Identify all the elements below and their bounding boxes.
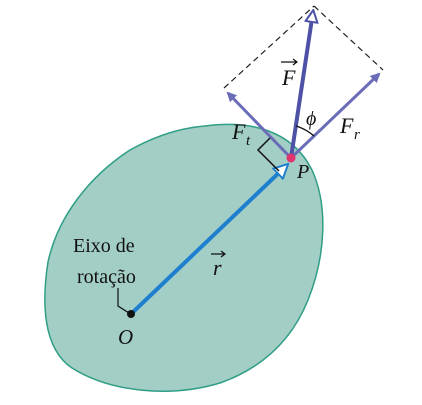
tangential-force-vector	[226, 91, 293, 160]
dashed-line-right	[313, 5, 384, 71]
ft-label-subscript: t	[246, 133, 251, 149]
position-vector-r	[129, 166, 286, 316]
r-overarrow-icon	[211, 250, 226, 258]
origin-label: O	[118, 325, 133, 349]
rigid-body	[44, 123, 324, 392]
dashed-line-left	[223, 5, 315, 89]
point-p-label: P	[296, 161, 309, 183]
radial-force-vector	[289, 72, 381, 160]
ft-label-main: F	[231, 119, 246, 144]
axis-label-line2: rotação	[77, 266, 136, 288]
phi-label: ϕ	[306, 108, 316, 130]
phi-angle-arc	[295, 125, 315, 137]
right-angle-marker	[256, 137, 280, 172]
f-overarrow-icon	[281, 58, 298, 66]
origin-point	[127, 310, 135, 318]
fr-label-subscript: r	[354, 127, 360, 143]
r-vector-label: r	[213, 255, 222, 280]
f-vector-label: F	[281, 65, 296, 90]
fr-label-main: F	[339, 113, 354, 138]
point-p-marker	[286, 153, 296, 163]
axis-label-line1: Eixo de	[73, 235, 135, 257]
applied-force-vector	[289, 12, 313, 159]
axis-label-bracket	[117, 288, 130, 314]
